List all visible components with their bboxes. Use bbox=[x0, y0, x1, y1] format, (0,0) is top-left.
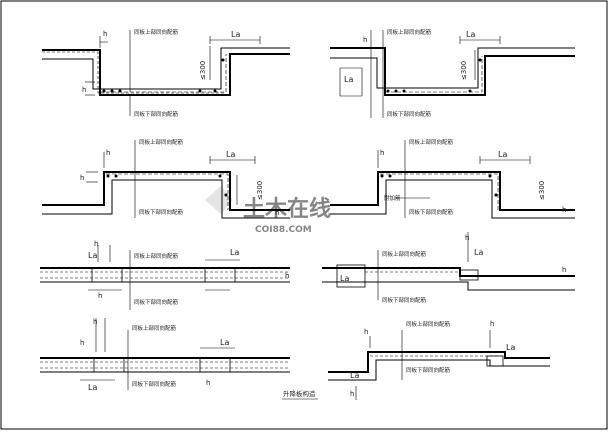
d8-note-bottom: 同板下部同向配筋 bbox=[406, 366, 451, 374]
d2-note-top: 同板上部同向配筋 bbox=[387, 28, 432, 36]
d4-label-h-top: h bbox=[380, 149, 384, 157]
d3-note-bottom: 同板下部同向配筋 bbox=[139, 208, 184, 216]
d5-label-h-right: h bbox=[285, 272, 289, 280]
d2-label-le300: ≤300 bbox=[460, 61, 468, 80]
d2-label-h: h bbox=[363, 36, 367, 44]
d7-label-la-bottom: La bbox=[88, 383, 97, 392]
d7-label-h-top: h bbox=[93, 318, 97, 326]
d3-note-top: 同板上部同向配筋 bbox=[139, 138, 184, 146]
watermark-logo-icon bbox=[205, 186, 233, 214]
d5-note-top: 同板上部同向配筋 bbox=[134, 252, 179, 260]
d4-note-bottom: 同板下部同向配筋 bbox=[409, 208, 454, 216]
d2-note-bottom: 同板下部同向配筋 bbox=[387, 110, 432, 118]
d4-note-extra: 附加筋 bbox=[384, 194, 401, 202]
detail-1 bbox=[42, 30, 290, 116]
d7-note-top: 同板上部同向配筋 bbox=[132, 324, 177, 332]
d6-note-bottom: 同板下部同向配筋 bbox=[382, 296, 427, 304]
d1-label-h-side: h bbox=[82, 86, 86, 94]
d3-label-h-top: h bbox=[106, 149, 110, 157]
d3-label-h-right: h bbox=[275, 209, 279, 217]
d4-label-le300: ≤300 bbox=[538, 181, 546, 200]
d8-label-h-bottom: h bbox=[350, 390, 354, 398]
detail-2 bbox=[330, 30, 575, 118]
detail-7 bbox=[40, 318, 290, 390]
watermark-url: COI88.COM bbox=[255, 225, 312, 235]
d1-label-la: La bbox=[231, 30, 240, 39]
d8-label-la-left: La bbox=[350, 371, 359, 380]
d6-label-h-right: h bbox=[562, 266, 566, 274]
d5-label-la-right: La bbox=[230, 248, 239, 257]
d5-label-h-top: h bbox=[94, 240, 98, 248]
d2-label-la-left: La bbox=[344, 75, 353, 84]
d6-label-la-right: La bbox=[474, 248, 483, 257]
d6-label-h-top: h bbox=[465, 234, 469, 242]
d7-note-bottom: 同板下部同向配筋 bbox=[132, 380, 177, 388]
d1-note-top: 同板上部同向配筋 bbox=[134, 28, 179, 36]
d1-label-h-top: h bbox=[103, 30, 107, 38]
detail-8 bbox=[328, 330, 550, 400]
d4-note-top: 同板上部同向配筋 bbox=[409, 138, 454, 146]
d8-note-top: 同板上部同向配筋 bbox=[406, 320, 451, 328]
d5-label-la-top: La bbox=[88, 251, 97, 260]
d1-note-bottom: 同板下部同向配筋 bbox=[134, 110, 179, 118]
d6-label-la-left: La bbox=[340, 274, 349, 283]
detail-6 bbox=[322, 232, 575, 300]
d8-label-la-right: La bbox=[506, 343, 515, 352]
d1-label-le300: ≤300 bbox=[199, 61, 207, 80]
d8-label-h-top-right: h bbox=[490, 320, 494, 328]
d7-label-h-left: h bbox=[80, 339, 84, 347]
d2-label-la-right: La bbox=[466, 30, 475, 39]
detail-3 bbox=[42, 140, 290, 219]
detail-4 bbox=[330, 140, 575, 219]
d4-label-la: La bbox=[498, 150, 507, 159]
d3-label-le300: ≤300 bbox=[256, 181, 264, 200]
d5-note-bottom: 同板下部同向配筋 bbox=[134, 298, 179, 306]
d4-label-h-right: h bbox=[562, 206, 566, 214]
d5-label-h-bottom: h bbox=[98, 292, 102, 300]
d8-label-h-top-left: h bbox=[364, 328, 368, 336]
d7-label-la-right: La bbox=[220, 338, 229, 347]
detail-5 bbox=[40, 245, 290, 310]
d7-label-h-bottom: h bbox=[206, 379, 210, 387]
d3-label-la: La bbox=[226, 150, 235, 159]
drawing-caption: 升降板构造 bbox=[283, 389, 316, 398]
d6-note-top: 同板上部同向配筋 bbox=[382, 250, 427, 258]
d3-label-h-side: h bbox=[80, 174, 84, 182]
